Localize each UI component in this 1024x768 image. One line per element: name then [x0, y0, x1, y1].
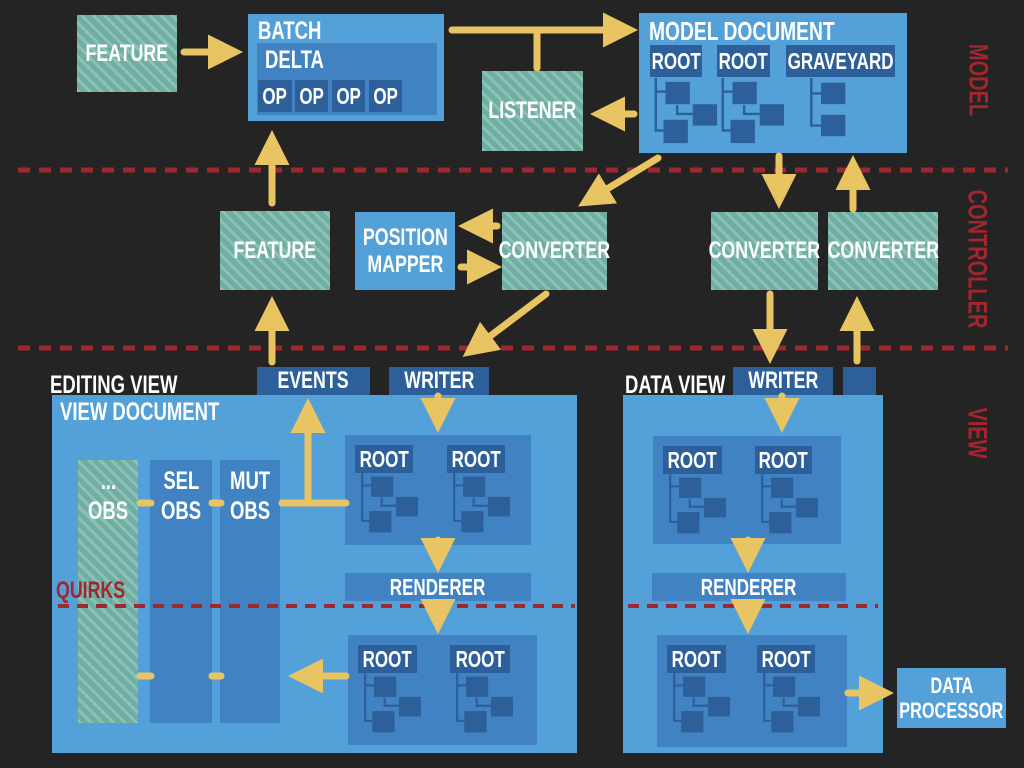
node-tree-icon — [761, 474, 818, 534]
root-label: ROOT — [362, 645, 413, 672]
root-header: ROOT — [355, 445, 413, 473]
root-label: ROOT — [451, 445, 501, 472]
renderer-bar-editing: RENDERER — [345, 573, 531, 601]
root-header: ROOT — [663, 446, 722, 474]
feature-label: FEATURE — [233, 236, 317, 264]
observer-line2: OBS — [160, 497, 202, 525]
listener-label: LISTENER — [488, 97, 577, 124]
position-mapper-box: POSITION MAPPER — [355, 212, 455, 290]
observer-line2: OBS — [87, 497, 129, 525]
op-box: OP — [258, 80, 292, 112]
node-tree-icon — [669, 474, 726, 534]
root-label: ROOT — [758, 446, 809, 473]
op-label: OP — [336, 82, 361, 109]
node-tree-icon — [364, 673, 421, 733]
converter-box: CONVERTER — [708, 212, 821, 290]
root-header: ROOT — [358, 645, 417, 673]
root-header: ROOT — [450, 645, 510, 673]
graveyard-label: GRAVEYARD — [787, 47, 894, 74]
position-mapper-line2: MAPPER — [367, 251, 443, 278]
renderer-label: RENDERER — [390, 573, 486, 600]
model-section-label: MODEL — [963, 43, 994, 117]
arrow-converter-to-writer-editing — [462, 290, 550, 357]
view-section-label: VIEW — [962, 407, 993, 459]
root-header: ROOT — [650, 45, 702, 77]
graveyard-header: GRAVEYARD — [786, 45, 895, 77]
root-label: ROOT — [761, 645, 811, 672]
root-header: ROOT — [717, 45, 770, 77]
editing-view-title: EDITING VIEW — [50, 371, 178, 399]
root-header: ROOT — [447, 445, 505, 473]
writer-label: WRITER — [747, 367, 819, 394]
renderer-bar-data: RENDERER — [652, 573, 846, 601]
writer-label: WRITER — [403, 367, 475, 394]
writer-tab-editing: WRITER — [389, 367, 489, 395]
op-box: OP — [369, 80, 402, 112]
feature-box-controller: FEATURE — [220, 211, 330, 290]
root-header: ROOT — [755, 446, 812, 474]
op-box: OP — [332, 80, 365, 112]
observer-line1: ... — [100, 467, 116, 495]
root-label: ROOT — [359, 445, 409, 472]
root-header: ROOT — [667, 645, 726, 673]
observer-line2: OBS — [229, 497, 271, 525]
converter-label: CONVERTER — [827, 237, 939, 264]
converter-box: CONVERTER — [827, 212, 939, 290]
listener-box: LISTENER — [482, 71, 583, 151]
root-label: ROOT — [651, 47, 701, 74]
graveyard-tree-icon — [810, 77, 846, 137]
renderer-label: RENDERER — [701, 573, 797, 600]
node-tree-icon — [361, 473, 418, 533]
batch-label: BATCH — [258, 17, 322, 45]
data-view-title: DATA VIEW — [625, 371, 726, 399]
delta-label: DELTA — [265, 46, 324, 74]
converter-box: CONVERTER — [499, 212, 610, 290]
op-label: OP — [373, 82, 398, 109]
node-tree-icon — [453, 473, 510, 533]
node-tree-icon — [456, 673, 513, 733]
root-label: ROOT — [718, 47, 769, 74]
node-tree-icon — [763, 673, 820, 733]
observer-line1: MUT — [229, 467, 271, 495]
view-document-label: VIEW DOCUMENT — [60, 398, 220, 426]
observer-line1: SEL — [163, 467, 199, 495]
op-box: OP — [295, 80, 328, 112]
op-label: OP — [262, 82, 288, 109]
arrow-model-document-to-converter — [578, 154, 662, 207]
node-tree-icon — [721, 77, 785, 144]
root-label: ROOT — [455, 645, 505, 672]
position-mapper-line1: POSITION — [362, 224, 448, 251]
quirks-label: QUIRKS — [56, 577, 126, 604]
events-tab: EVENTS — [257, 367, 370, 395]
data-processor-line1: DATA — [930, 673, 973, 698]
sel-observer-box: SEL OBS — [150, 460, 212, 723]
controller-section-label: CONTROLLER — [962, 189, 993, 329]
node-tree-icon — [654, 77, 718, 144]
node-tree-icon — [673, 673, 730, 733]
converter-label: CONVERTER — [708, 237, 821, 264]
feature-box-model: FEATURE — [77, 15, 177, 92]
root-label: ROOT — [667, 446, 718, 473]
root-header: ROOT — [757, 645, 815, 673]
feature-label: FEATURE — [85, 39, 169, 67]
data-processor-line2: PROCESSOR — [899, 698, 1004, 723]
data-processor-box: DATA PROCESSOR — [897, 668, 1006, 728]
root-label: ROOT — [671, 645, 722, 672]
converter-label: CONVERTER — [498, 237, 611, 264]
op-label: OP — [299, 82, 324, 109]
mut-observer-box: MUT OBS — [220, 460, 280, 723]
observer-ellipsis-box: ... OBS — [78, 460, 138, 723]
blank-tab — [843, 367, 876, 395]
events-label: EVENTS — [277, 367, 350, 394]
model-document-label: MODEL DOCUMENT — [649, 16, 835, 46]
writer-tab-data: WRITER — [733, 367, 833, 395]
